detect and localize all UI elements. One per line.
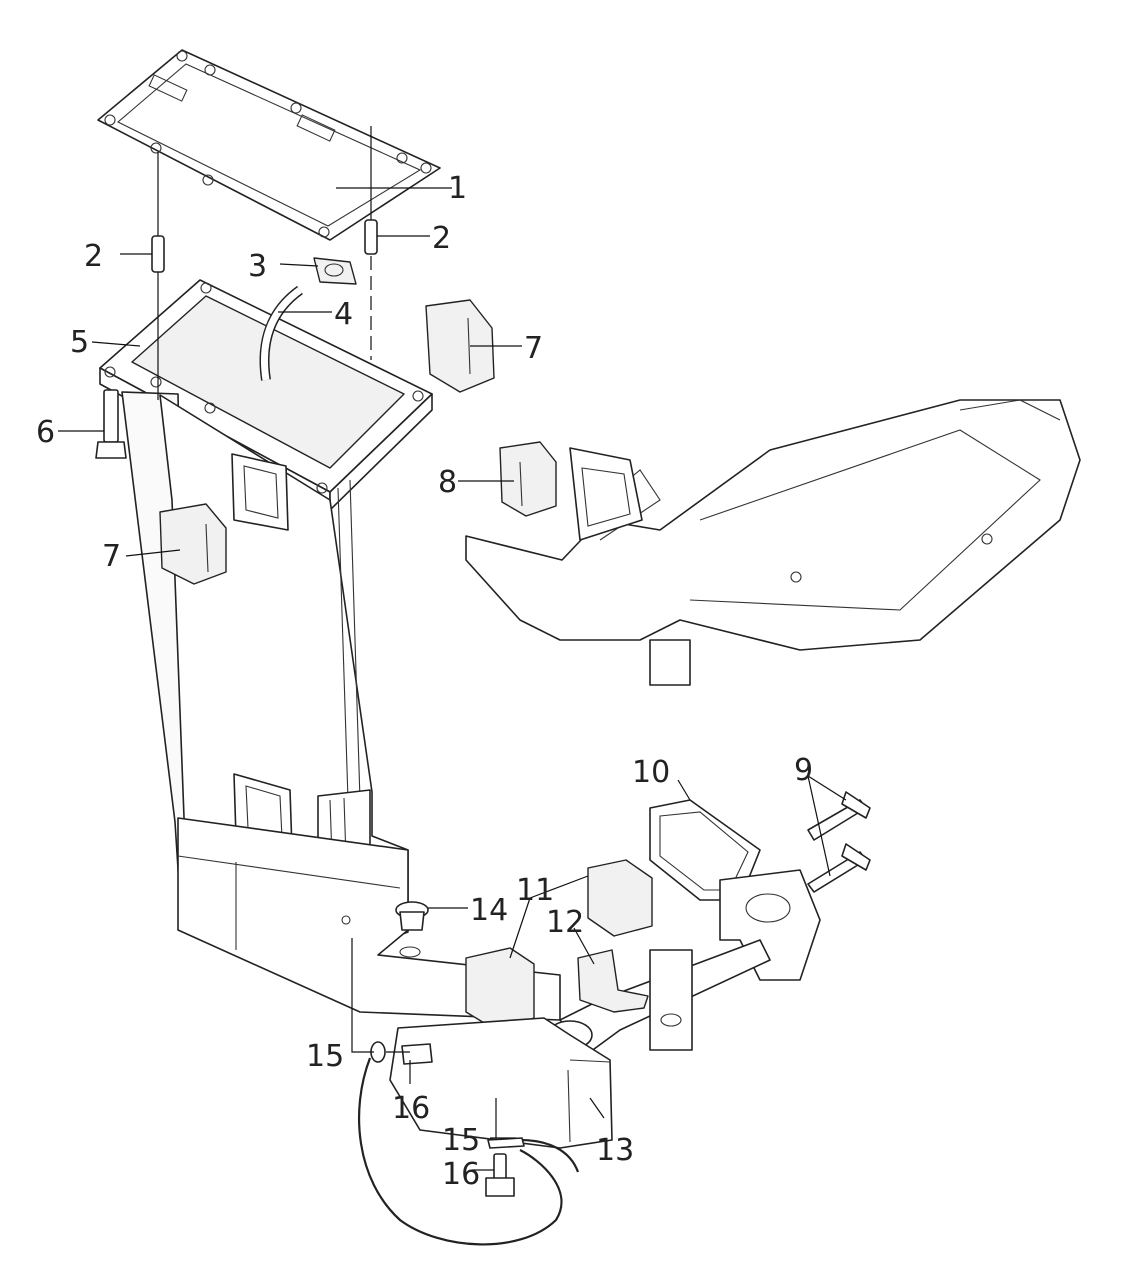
plug-part-14 xyxy=(395,901,429,958)
callout-5: 5 xyxy=(70,325,89,360)
mount-block-part-8 xyxy=(499,441,557,517)
long-bolts-part-9 xyxy=(807,791,871,893)
rubber-block-lower xyxy=(465,947,535,1031)
grommet-part-3 xyxy=(313,257,357,285)
callout-4: 4 xyxy=(334,297,353,332)
callout-2-left: 2 xyxy=(84,239,103,274)
callout-6: 6 xyxy=(36,415,55,450)
lower-cover-part-13 xyxy=(389,1017,613,1149)
callout-labels: 1 2 2 3 4 5 6 7 7 8 9 10 11 12 13 14 15 … xyxy=(36,171,813,1192)
callout-16-lower: 16 xyxy=(442,1157,480,1192)
gasket-part-1 xyxy=(97,49,441,241)
clip-part-12 xyxy=(577,949,649,1013)
callout-9: 9 xyxy=(794,753,813,788)
alignment-lines xyxy=(157,126,497,1140)
callout-7-lower: 7 xyxy=(102,539,121,574)
callout-15-upper: 15 xyxy=(306,1039,344,1074)
rubber-mount-upper xyxy=(425,299,495,393)
callout-11: 11 xyxy=(516,873,554,908)
dowel-pin-left xyxy=(151,235,165,273)
callout-14: 14 xyxy=(470,893,508,928)
bolt-part-6 xyxy=(95,389,127,459)
callout-16-upper: 16 xyxy=(392,1091,430,1126)
callout-15-lower: 15 xyxy=(442,1123,480,1158)
rubber-mount-lower xyxy=(159,503,227,585)
callout-3: 3 xyxy=(248,249,267,284)
ground-wire-assembly xyxy=(357,1041,580,1246)
callout-10: 10 xyxy=(632,755,670,790)
upper-bracket xyxy=(465,399,1081,686)
callout-13: 13 xyxy=(596,1133,634,1168)
callout-1: 1 xyxy=(448,171,467,206)
callout-2-right: 2 xyxy=(432,221,451,256)
callout-7-upper: 7 xyxy=(524,331,543,366)
rubber-block-upper xyxy=(587,859,653,937)
lower-yoke xyxy=(547,869,821,1053)
callout-12: 12 xyxy=(546,905,584,940)
dowel-pin-right xyxy=(364,219,378,255)
callout-8: 8 xyxy=(438,465,457,500)
leader-lines xyxy=(58,187,847,1171)
